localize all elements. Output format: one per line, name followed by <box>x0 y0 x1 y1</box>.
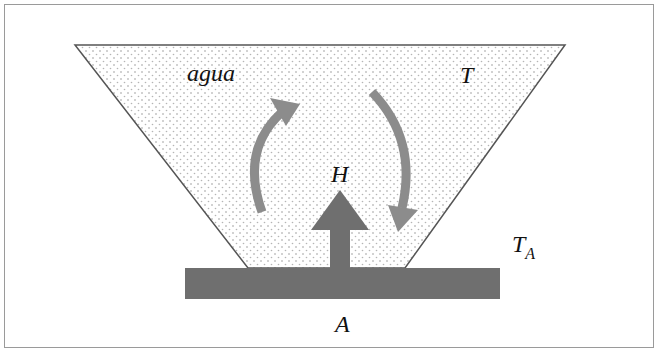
temperature-symbol: T <box>512 231 525 257</box>
heating-plate <box>185 268 500 299</box>
plate-temperature-label: TA <box>512 232 535 256</box>
arrowhead <box>388 205 418 232</box>
temperature-label: T <box>460 63 473 87</box>
convection-arrow <box>254 112 282 212</box>
area-label: A <box>335 312 350 336</box>
medium-label: agua <box>187 61 235 85</box>
water-region: aguaT <box>75 45 565 268</box>
heat-arrow-head <box>311 190 369 230</box>
convection-arrow <box>372 92 406 208</box>
heat-flux-label: H <box>331 162 348 186</box>
subscript: A <box>525 245 535 262</box>
heat-arrow-shaft <box>330 228 350 270</box>
arrowhead <box>270 98 300 126</box>
water-container <box>75 45 565 268</box>
